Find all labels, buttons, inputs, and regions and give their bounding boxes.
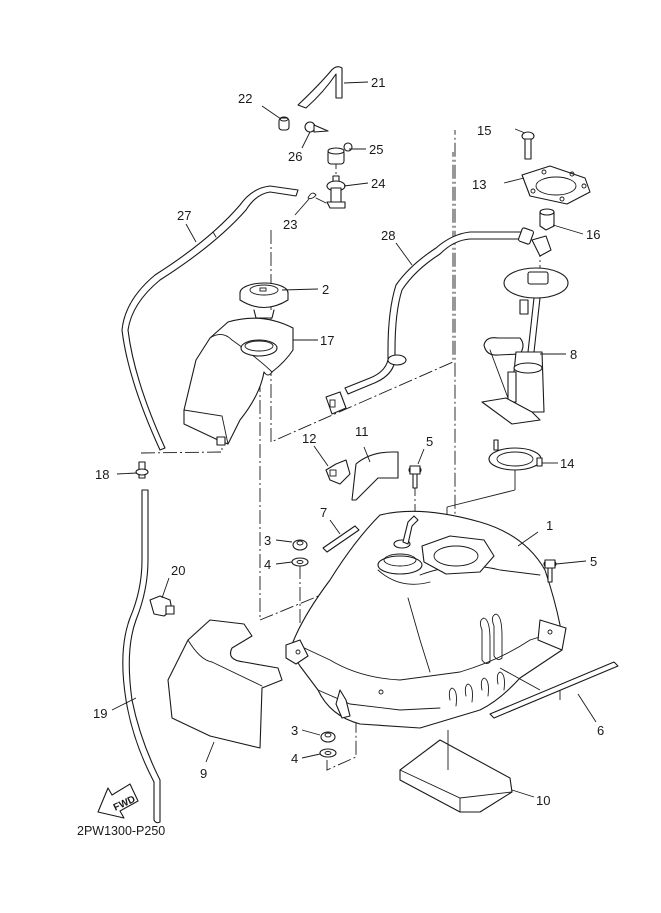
part-25-valve-holder[interactable] <box>327 142 353 165</box>
part-3-flange-nut-lower[interactable] <box>320 731 336 743</box>
fwd-direction-indicator: FWD <box>97 783 139 819</box>
part-13-pump-retaining-plate[interactable] <box>521 165 591 205</box>
callout-20[interactable]: 20 <box>171 563 185 578</box>
callout-2[interactable]: 2 <box>322 282 329 297</box>
callout-23[interactable]: 23 <box>283 217 297 232</box>
callout-18[interactable]: 18 <box>95 467 109 482</box>
part-27-overflow-hose[interactable] <box>121 185 299 451</box>
part-23-hose-clamp[interactable] <box>307 192 327 204</box>
part-17-filler-neck-cover[interactable] <box>183 317 294 446</box>
part-22-hose-cap[interactable] <box>278 116 290 131</box>
callout-15[interactable]: 15 <box>477 123 491 138</box>
part-7-damper-pad[interactable] <box>322 525 360 553</box>
callout-16[interactable]: 16 <box>586 227 600 242</box>
callout-labels: 21 22 26 25 24 23 27 28 2 17 15 13 16 8 … <box>93 75 604 808</box>
callout-10[interactable]: 10 <box>536 793 550 808</box>
callout-11[interactable]: 11 <box>355 424 369 439</box>
callout-24[interactable]: 24 <box>371 176 385 191</box>
callout-9[interactable]: 9 <box>200 766 207 781</box>
callout-4-upper[interactable]: 4 <box>264 557 271 572</box>
part-2-fuel-cap[interactable] <box>239 282 289 319</box>
callout-13[interactable]: 13 <box>472 177 486 192</box>
part-5-flange-bolt-upper[interactable] <box>408 465 422 489</box>
callout-21[interactable]: 21 <box>371 75 385 90</box>
part-12-hose-clip[interactable] <box>325 459 351 485</box>
part-8-fuel-pump-assembly[interactable] <box>481 267 569 425</box>
drawing-code: 2PW1300-P250 <box>77 824 165 838</box>
part-6-damper-strip[interactable] <box>489 661 619 719</box>
callout-19[interactable]: 19 <box>93 706 107 721</box>
callout-26[interactable]: 26 <box>288 149 302 164</box>
part-24-rollover-valve[interactable] <box>326 175 346 209</box>
part-19-drain-hose[interactable] <box>122 489 161 824</box>
part-10-under-tank-pad[interactable] <box>399 739 513 813</box>
part-21-breather-hose[interactable] <box>297 66 343 109</box>
callout-5-upper[interactable]: 5 <box>426 434 433 449</box>
callout-4-lower[interactable]: 4 <box>291 751 298 766</box>
callout-3-lower[interactable]: 3 <box>291 723 298 738</box>
callout-25[interactable]: 25 <box>369 142 383 157</box>
callout-14[interactable]: 14 <box>560 456 574 471</box>
part-14-pump-gasket-ring[interactable] <box>488 439 543 471</box>
part-9-side-cover-panel[interactable] <box>167 619 283 749</box>
callout-22[interactable]: 22 <box>238 91 252 106</box>
callout-12[interactable]: 12 <box>302 431 316 446</box>
callout-28[interactable]: 28 <box>381 228 395 243</box>
part-5-flange-bolt-right[interactable] <box>543 559 557 583</box>
part-4-washer-upper[interactable] <box>291 557 309 567</box>
part-4-washer-lower[interactable] <box>319 748 337 758</box>
part-1-fuel-tank[interactable] <box>285 510 567 729</box>
callout-17[interactable]: 17 <box>320 333 334 348</box>
callout-5-right[interactable]: 5 <box>590 554 597 569</box>
callout-7[interactable]: 7 <box>320 505 327 520</box>
part-16-connector-cap[interactable] <box>539 208 555 231</box>
part-11-cover-damper[interactable] <box>351 451 399 501</box>
callout-27[interactable]: 27 <box>177 208 191 223</box>
callout-leaders <box>111 81 597 798</box>
arrow-left-icon <box>97 783 139 819</box>
part-3-flange-nut-upper[interactable] <box>292 539 308 551</box>
part-28-fuel-hose[interactable] <box>325 227 552 415</box>
callout-8[interactable]: 8 <box>570 347 577 362</box>
part-15-plate-bolt[interactable] <box>521 131 535 160</box>
part-18-hose-joint[interactable] <box>135 461 149 479</box>
part-20-hose-holder[interactable] <box>149 595 175 617</box>
callout-1[interactable]: 1 <box>546 518 553 533</box>
callout-6[interactable]: 6 <box>597 723 604 738</box>
part-26-tapping-screw[interactable] <box>304 121 329 133</box>
callout-3-upper[interactable]: 3 <box>264 533 271 548</box>
